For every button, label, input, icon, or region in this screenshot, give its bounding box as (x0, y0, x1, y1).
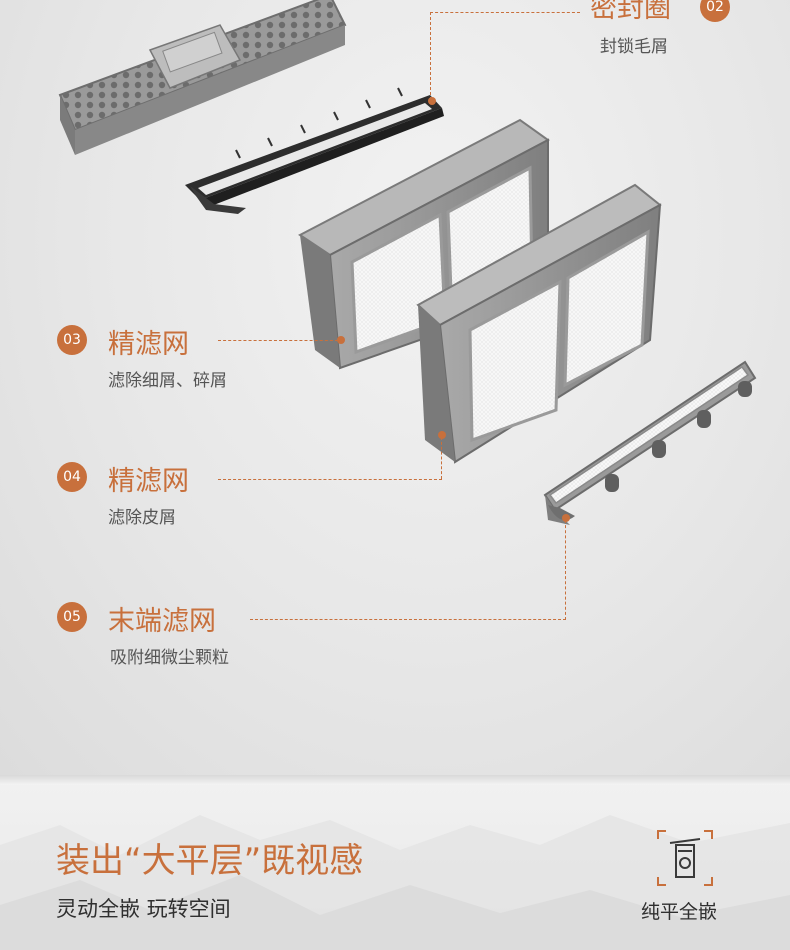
callout-02-leader-v (430, 12, 431, 100)
fine-filter-04-part (416, 183, 662, 464)
callout-05-leader-h (250, 619, 566, 620)
callout-02-desc: 封锁毛屑 (600, 37, 668, 57)
filter-parts-illustration (58, 0, 757, 525)
section-divider (0, 775, 790, 785)
exploded-view: 密封圈 02 封锁毛屑 03 精滤网 滤除细屑、碎屑 04 精滤网 滤除皮屑 0… (0, 0, 790, 775)
callout-05-leader-v (565, 520, 566, 620)
lint-tray-part (58, 0, 347, 155)
callout-03-title: 精滤网 (108, 329, 189, 360)
callout-02-leader-h (430, 12, 580, 13)
callout-05-title: 末端滤网 (108, 606, 216, 637)
feature-section: 装出“大平层”既视感 灵动全嵌 玩转空间 纯平全嵌 (0, 785, 790, 950)
feature-heading: 装出“大平层”既视感 (56, 841, 364, 881)
callout-05-desc: 吸附细微尘颗粒 (110, 648, 229, 668)
callout-02-badge: 02 (700, 0, 730, 22)
callout-04-desc: 滤除皮屑 (108, 508, 176, 528)
seal-ring-part (185, 87, 444, 214)
callout-04-leader-v (441, 437, 442, 479)
callout-04-badge: 04 (57, 462, 87, 492)
callout-03-desc: 滤除细屑、碎屑 (108, 371, 227, 391)
callout-05-badge: 05 (57, 602, 87, 632)
callout-04-title: 精滤网 (108, 466, 189, 497)
callout-02-title: 密封圈 (590, 0, 671, 24)
mountain-background (0, 815, 790, 950)
embedded-cabinet-icon (657, 830, 713, 886)
callout-04-leader-h (218, 479, 442, 480)
embed-label: 纯平全嵌 (641, 901, 718, 923)
callout-03-badge: 03 (57, 325, 87, 355)
callout-03-leader (218, 340, 338, 341)
end-filter-05-part (543, 360, 757, 525)
feature-subheading: 灵动全嵌 玩转空间 (56, 897, 231, 921)
